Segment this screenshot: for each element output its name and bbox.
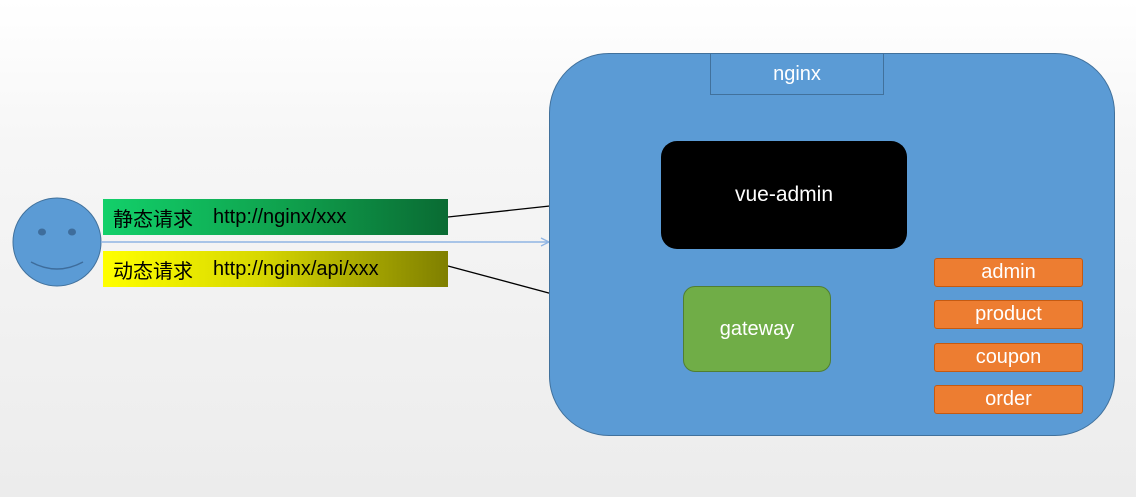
service-order: order: [934, 385, 1083, 414]
service-product: product: [934, 300, 1083, 329]
dynamic-request-type: 动态请求: [113, 260, 193, 283]
dynamic-request-label: 动态请求 http://nginx/api/xxx: [103, 251, 448, 287]
service-admin: admin: [934, 258, 1083, 287]
user-smiley-icon: [12, 197, 102, 287]
dynamic-request-url: http://nginx/api/xxx: [213, 257, 379, 280]
static-request-url: http://nginx/xxx: [213, 205, 347, 228]
static-request-type: 静态请求: [113, 208, 193, 231]
nginx-label: nginx: [710, 53, 884, 95]
gateway-node: gateway: [683, 286, 831, 372]
vue-admin-node: vue-admin: [661, 141, 907, 249]
service-coupon: coupon: [934, 343, 1083, 372]
static-request-label: 静态请求 http://nginx/xxx: [103, 199, 448, 235]
